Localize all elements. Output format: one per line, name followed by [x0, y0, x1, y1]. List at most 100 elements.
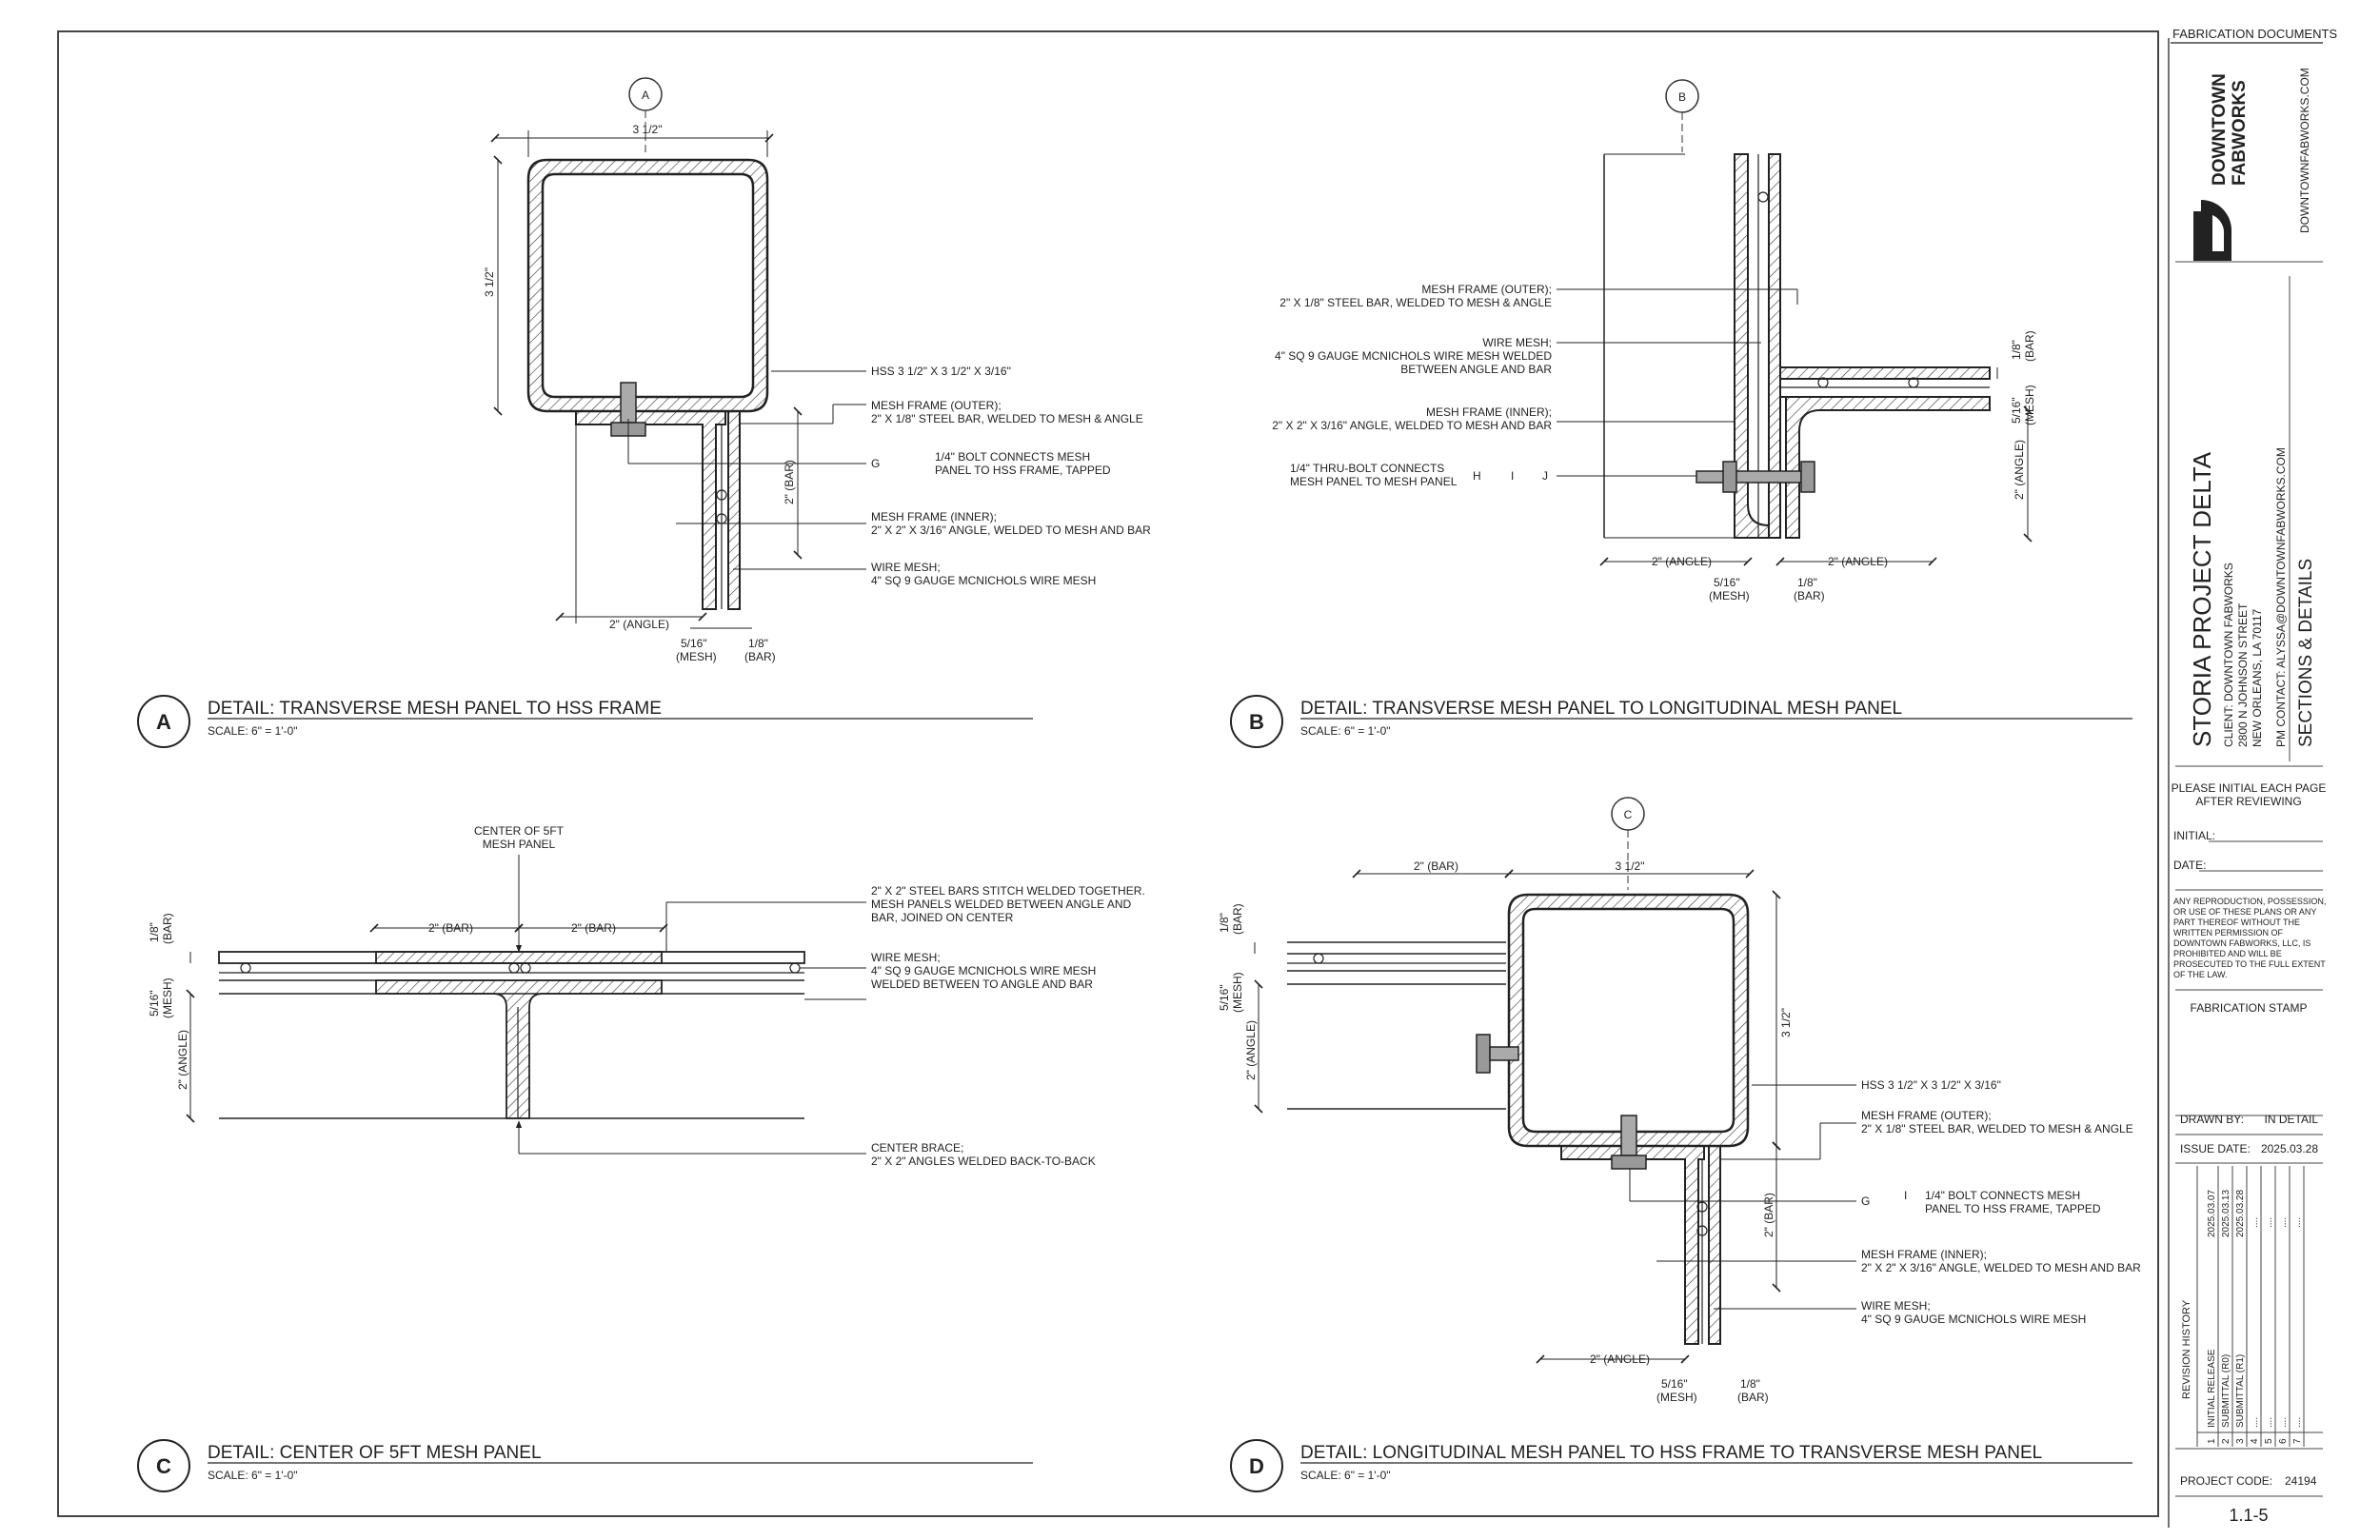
project-code-label: PROJECT CODE: — [2180, 1474, 2272, 1488]
detail-d: C 2" (BAR) 3 1/2" 3 1/2" 2" (BAR) 1 — [1218, 797, 2141, 1492]
detail-d-tag-label: D — [1249, 1454, 1264, 1478]
svg-text:2025.03.07: 2025.03.07 — [2207, 1190, 2217, 1237]
detail-c-note-wire3: WELDED BETWEEN TO ANGLE AND BAR — [871, 977, 1093, 991]
project-address2: NEW ORLEANS, LA 70117 — [2251, 608, 2264, 747]
revision-row — [2197, 1166, 2323, 1447]
detail-a-angle — [575, 410, 726, 610]
detail-a-dim-mesh: 5/16" — [681, 637, 707, 650]
svg-text:2: 2 — [2221, 1438, 2231, 1444]
detail-a-dim-height: 3 1/2" — [483, 267, 496, 297]
detail-b-note-wire3: BETWEEN ANGLE AND BAR — [1400, 363, 1552, 376]
svg-text:6: 6 — [2278, 1438, 2289, 1444]
detail-c-angle — [375, 979, 663, 1119]
detail-d-hss-tube — [1507, 893, 1750, 1148]
detail-b-horizontal-angle — [1780, 396, 1991, 539]
detail-b-tag-label: B — [1249, 710, 1264, 734]
stamp-label: FABRICATION STAMP — [2191, 1001, 2308, 1015]
detail-b-note-bolt-h: H — [1473, 469, 1481, 483]
detail-d-dim-angle-v: 2" (ANGLE) — [1244, 1020, 1258, 1080]
detail-c-dim-barthk: 1/8" — [148, 922, 161, 942]
company-name-line2: FABWORKS — [2230, 80, 2250, 186]
review-instruction-line2: AFTER REVIEWING — [2195, 795, 2301, 808]
detail-a-dim-angle: 2" (ANGLE) — [609, 618, 669, 631]
detail-a-note-bolt2: PANEL TO HSS FRAME, TAPPED — [935, 464, 1111, 477]
detail-b-note-inner1: MESH FRAME (INNER); — [1426, 405, 1552, 419]
detail-a-bar — [727, 410, 741, 610]
legal-line: DOWNTOWN FABWORKS, LLC, IS — [2173, 938, 2311, 948]
legal-line: PROSECUTED TO THE FULL EXTENT — [2173, 959, 2326, 969]
detail-b-scale: SCALE: 6" = 1'-0" — [1300, 724, 1391, 738]
svg-text:1: 1 — [2207, 1438, 2217, 1444]
detail-a-note-outer2: 2" X 1/8" STEEL BAR, WELDED TO MESH & AN… — [871, 412, 1143, 425]
detail-b-note-wire2: 4" SQ 9 GAUGE MCNICHOLS WIRE MESH WELDED — [1275, 349, 1552, 363]
detail-b-dim-mesh-b-word: (MESH) — [1709, 589, 1750, 602]
detail-b-note-bolt1: 1/4" THRU-BOLT CONNECTS — [1290, 462, 1444, 475]
detail-d-dim-barthk: 1/8" — [1218, 913, 1231, 933]
detail-b-dim-bar-b-word: (BAR) — [1794, 589, 1825, 602]
detail-b-vertical-bar — [1768, 153, 1781, 539]
detail-d-angle — [1560, 1145, 1705, 1345]
detail-b-dim-angle-l: 2" (ANGLE) — [1652, 555, 1712, 568]
revision-row-5: 5 .... .... — [2264, 1217, 2274, 1444]
legal-line: WRITTEN PERMISSION OF — [2173, 928, 2284, 938]
detail-a-dim-width: 3 1/2" — [633, 123, 663, 136]
detail-b-note-outer2: 2" X 1/8" STEEL BAR, WELDED TO MESH & AN… — [1279, 296, 1552, 309]
detail-d-dim-bar-word: (BAR) — [1231, 903, 1244, 935]
detail-d-note-bolt-i: I — [1904, 1189, 1907, 1202]
detail-d-note-wire2: 4" SQ 9 GAUGE MCNICHOLS WIRE MESH — [1861, 1313, 2086, 1326]
legal-line: PART THEREOF WITHOUT THE — [2173, 918, 2300, 927]
detail-d-dim-width: 3 1/2" — [1616, 859, 1645, 873]
detail-a-dim-barthk: 1/8" — [748, 637, 768, 650]
project-code-value: 24194 — [2285, 1474, 2317, 1488]
detail-d-dim-bar-top: 2" (BAR) — [1414, 859, 1458, 873]
detail-a: A 3 1/2" 3 1/2" 2" (BAR) 2" (ANGLE) 5/16… — [137, 77, 1151, 748]
detail-b-note-bolt2: MESH PANEL TO MESH PANEL — [1290, 475, 1458, 488]
detail-b-dim-barthk: 1/8" — [2010, 340, 2023, 360]
detail-a-note-inner1: MESH FRAME (INNER); — [871, 510, 997, 523]
detail-d-note-inner1: MESH FRAME (INNER); — [1861, 1248, 1987, 1261]
detail-a-scale: SCALE: 6" = 1'-0" — [208, 724, 298, 738]
detail-d-note-outer1: MESH FRAME (OUTER); — [1861, 1109, 1992, 1122]
detail-b: B 1/8" (BAR) 5/16" (MESH) 2" (ANGLE) 2" … — [1230, 79, 2132, 748]
initial-label: INITIAL: — [2173, 829, 2215, 842]
detail-c-note-stitch3: BAR, JOINED ON CENTER — [871, 911, 1014, 924]
detail-a-note-inner2: 2" X 2" X 3/16" ANGLE, WELDED TO MESH AN… — [871, 523, 1151, 537]
detail-d-title: DETAIL: LONGITUDINAL MESH PANEL TO HSS F… — [1300, 1443, 2042, 1463]
revision-row-4: 4 .... .... — [2250, 1217, 2260, 1444]
detail-b-dim-bar-word: (BAR) — [2023, 330, 2036, 362]
issue-date-value: 2025.03.28 — [2261, 1142, 2318, 1155]
detail-b-dim-mesh: 5/16" — [2010, 397, 2023, 424]
detail-c-note-stitch2: MESH PANELS WELDED BETWEEN ANGLE AND — [871, 898, 1132, 911]
legal-line: OR USE OF THESE PLANS OR ANY — [2173, 907, 2316, 917]
detail-a-title: DETAIL: TRANSVERSE MESH PANEL TO HSS FRA… — [208, 699, 662, 719]
detail-b-note-bolt-j: J — [1542, 469, 1548, 483]
project-title: STORIA PROJECT DELTA — [2188, 451, 2216, 747]
detail-d-dim-mesh: 5/16" — [1218, 984, 1231, 1011]
detail-c-dim-bar-word: (BAR) — [161, 913, 174, 944]
svg-text:INITIAL RELEASE: INITIAL RELEASE — [2207, 1349, 2217, 1428]
legal-line: OF THE LAW. — [2173, 970, 2228, 979]
detail-d-dim-bar-b-word: (BAR) — [1737, 1391, 1769, 1404]
detail-a-note-outer1: MESH FRAME (OUTER); — [871, 399, 1002, 412]
sheet-title: SECTIONS & DETAILS — [2296, 559, 2316, 747]
detail-b-horizontal-bar — [1779, 366, 1991, 380]
detail-a-dim-bar-word: (BAR) — [744, 650, 776, 663]
detail-a-note-hss: HSS 3 1/2" X 3 1/2" X 3/16" — [871, 365, 1011, 378]
issue-date-label: ISSUE DATE: — [2180, 1142, 2251, 1155]
legal-line: ANY REPRODUCTION, POSSESSION, — [2173, 897, 2326, 906]
detail-c-title: DETAIL: CENTER OF 5FT MESH PANEL — [208, 1443, 542, 1463]
detail-a-note-bolt-g: G — [871, 457, 880, 470]
detail-a-bolt — [620, 382, 637, 424]
detail-d-note-hss: HSS 3 1/2" X 3 1/2" X 3/16" — [1861, 1078, 2001, 1092]
svg-text:2025.03.28: 2025.03.28 — [2235, 1190, 2246, 1237]
svg-text:SUBMITTAL (R0): SUBMITTAL (R0) — [2221, 1354, 2231, 1428]
svg-text:SUBMITTAL (R1): SUBMITTAL (R1) — [2235, 1354, 2246, 1428]
svg-text:7: 7 — [2292, 1438, 2303, 1444]
detail-c-note-brace2: 2" X 2" ANGLES WELDED BACK-TO-BACK — [871, 1155, 1096, 1168]
detail-d-note-wire1: WIRE MESH; — [1861, 1299, 1931, 1313]
company-name-line1: DOWNTOWN — [2210, 73, 2230, 186]
detail-d-note-inner2: 2" X 2" X 3/16" ANGLE, WELDED TO MESH AN… — [1861, 1261, 2141, 1274]
project-pm-contact: PM CONTACT: ALYSSA@DOWNTOWNFABWORKS.COM — [2274, 447, 2288, 747]
svg-text:4: 4 — [2250, 1438, 2260, 1444]
detail-b-note-outer1: MESH FRAME (OUTER); — [1421, 283, 1552, 296]
